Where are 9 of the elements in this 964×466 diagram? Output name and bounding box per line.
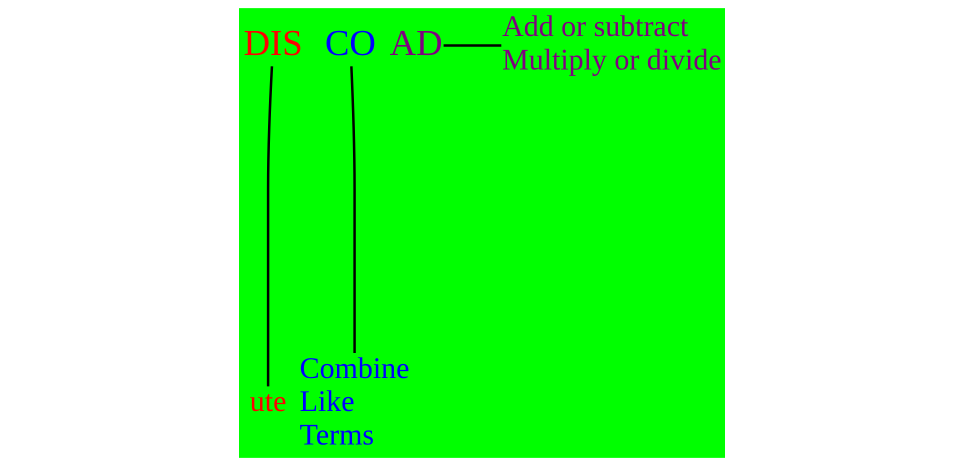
node-text: Add or subtract Multiply or divide (502, 10, 722, 76)
connector (266, 66, 274, 386)
connector (444, 44, 502, 47)
node-text: AD (390, 22, 443, 63)
node-text: DIS (244, 22, 303, 63)
node-text: CO (325, 22, 376, 63)
node-text: Combine Like Terms (300, 352, 410, 452)
connector (350, 66, 356, 353)
node-text: ute (250, 385, 286, 418)
